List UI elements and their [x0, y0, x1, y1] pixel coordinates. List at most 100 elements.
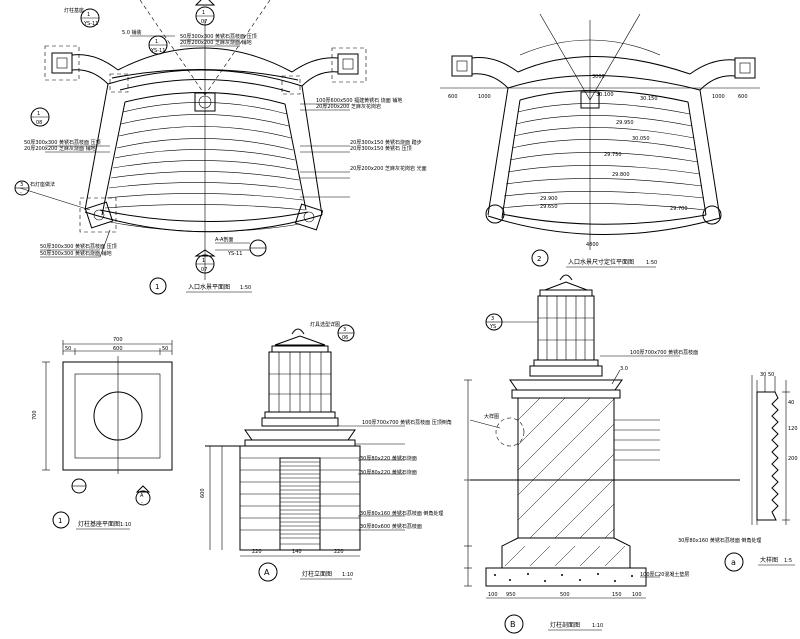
svg-text:120: 120: [788, 426, 798, 432]
svg-text:600: 600: [738, 94, 748, 100]
svg-text:1:10: 1:10: [592, 623, 603, 629]
svg-text:30厚80x600 黄锈石荔枝面: 30厚80x600 黄锈石荔枝面: [360, 523, 422, 530]
plan2-title: 2 入口水景尺寸定位平面图 1:50: [531, 249, 657, 268]
svg-text:1: 1: [202, 258, 205, 264]
svg-text:50厚300x300 黄锈石烧面 铺地: 50厚300x300 黄锈石烧面 铺地: [40, 250, 112, 257]
svg-text:700: 700: [32, 410, 38, 420]
svg-text:20厚200x200 芝麻灰花岗岩: 20厚200x200 芝麻灰花岗岩: [316, 103, 381, 110]
svg-text:3.0: 3.0: [620, 366, 628, 372]
svg-text:600: 600: [113, 346, 123, 352]
svg-text:灯柱基座: 灯柱基座: [64, 7, 84, 14]
svg-text:29.900: 29.900: [540, 196, 558, 202]
svg-text:30厚80x160 黄锈石荔枝面 倒角处理: 30厚80x160 黄锈石荔枝面 倒角处理: [360, 510, 443, 517]
plan1-callout-tl2: 1 YS-11: [148, 35, 168, 55]
svg-text:YS-11: YS-11: [83, 21, 98, 27]
plan1-callout-bottom: 1 07: [194, 249, 216, 274]
svg-text:灯具选型详图: 灯具选型详图: [310, 321, 340, 328]
lamp-section-callout: 3 YS: [485, 313, 538, 331]
svg-text:1:5: 1:5: [784, 558, 792, 564]
svg-text:08: 08: [36, 120, 42, 126]
svg-text:50: 50: [162, 346, 168, 352]
svg-text:500: 500: [560, 592, 570, 598]
svg-text:B: B: [510, 620, 516, 629]
svg-text:950: 950: [506, 592, 516, 598]
svg-text:A: A: [140, 493, 144, 499]
svg-text:29.750: 29.750: [604, 152, 622, 158]
svg-text:20厚300x150 黄锈石 压顶: 20厚300x150 黄锈石 压顶: [350, 145, 412, 152]
svg-text:200: 200: [788, 456, 798, 462]
svg-text:A: A: [264, 568, 270, 577]
svg-text:100厚600x500 福建黄锈石 烧面 铺地: 100厚600x500 福建黄锈石 烧面 铺地: [316, 97, 402, 104]
lamp-plan-title: 1 灯柱基座平面图 1:10: [52, 511, 131, 530]
svg-text:a: a: [731, 558, 736, 567]
svg-text:150: 150: [612, 592, 622, 598]
svg-text:29.700: 29.700: [670, 206, 688, 212]
svg-text:YS-11: YS-11: [150, 48, 165, 54]
lamp-section-title: B 灯柱剖面图 1:10: [504, 614, 603, 634]
trim-detail-title: a 大样图 1:5: [724, 552, 795, 572]
svg-text:100厚700x700 黄锈石荔枝面: 100厚700x700 黄锈石荔枝面: [630, 349, 698, 356]
plan2-elevations: 30.100 30.150 29.950 30.050 29.750 29.80…: [540, 92, 688, 212]
svg-text:1000: 1000: [712, 94, 725, 100]
svg-text:1: 1: [202, 10, 205, 16]
svg-text:600: 600: [448, 94, 458, 100]
svg-text:1000: 1000: [478, 94, 491, 100]
svg-text:30.150: 30.150: [640, 96, 658, 102]
lamp-section: 100 950 500 150 100 100厚700x700 黄锈石荔枝面 3…: [464, 274, 761, 634]
lamp-base-plan: 700 50 600 50 700 A - 1 灯柱基座平面图 1:10: [32, 337, 173, 530]
svg-text:30.050: 30.050: [632, 136, 650, 142]
svg-text:5.0 铺装: 5.0 铺装: [122, 29, 142, 36]
svg-text:YS: YS: [489, 324, 496, 330]
svg-text:1:50: 1:50: [646, 260, 657, 266]
svg-text:灯柱剖面图: 灯柱剖面图: [550, 621, 580, 629]
lamp-plan-callout: A -: [71, 478, 151, 506]
svg-text:50厚300x300 黄锈石荔枝面 压顶: 50厚300x300 黄锈石荔枝面 压顶: [180, 33, 257, 40]
svg-text:100: 100: [488, 592, 498, 598]
svg-text:灯柱立面图: 灯柱立面图: [302, 570, 332, 578]
svg-text:灯柱基座平面图: 灯柱基座平面图: [78, 520, 120, 528]
svg-text:3: 3: [20, 182, 23, 188]
svg-text:入口水景尺寸定位平面图: 入口水景尺寸定位平面图: [568, 258, 634, 266]
svg-text:大样图: 大样图: [484, 413, 499, 420]
plan1-callout-right: [249, 239, 267, 257]
svg-text:1:10: 1:10: [120, 522, 131, 528]
plan-1-steps: [104, 102, 306, 211]
svg-text:石灯座做法: 石灯座做法: [30, 181, 55, 188]
svg-text:1: 1: [87, 12, 90, 18]
plan1-callout-tl: 1 YS-11: [80, 8, 100, 28]
svg-text:30厚80x220 黄锈石烧面: 30厚80x220 黄锈石烧面: [360, 455, 417, 462]
lamp-elev-title: A 灯柱立面图 1:10: [258, 562, 353, 582]
svg-text:100: 100: [632, 592, 642, 598]
lamp-elevation: 600 220 140 220 灯具选型详图 100厚700x700 黄锈石荔枝…: [200, 321, 452, 582]
svg-text:06: 06: [342, 335, 348, 341]
svg-text:700: 700: [113, 337, 123, 343]
svg-text:4800: 4800: [586, 242, 599, 248]
svg-text:29.800: 29.800: [612, 172, 630, 178]
svg-text:30: 30: [760, 372, 766, 378]
svg-text:30厚80x160 黄锈石荔枝面 倒角处理: 30厚80x160 黄锈石荔枝面 倒角处理: [678, 537, 761, 544]
svg-text:20厚200x200 芝麻灰烧面 铺地: 20厚200x200 芝麻灰烧面 铺地: [24, 145, 96, 152]
svg-text:50: 50: [65, 346, 71, 352]
svg-text:40: 40: [788, 400, 794, 406]
plan1-title: 1 入口水景平面图 1:50: [149, 277, 252, 295]
svg-text:3: 3: [491, 316, 494, 322]
svg-text:1:10: 1:10: [342, 572, 353, 578]
lamp-elev-callout: 3 06: [337, 324, 355, 342]
pedestal-left: [44, 45, 80, 81]
svg-text:1: 1: [37, 111, 40, 117]
svg-text:20厚300x150 黄锈石烧面 踏步: 20厚300x150 黄锈石烧面 踏步: [350, 139, 422, 146]
svg-text:30.100: 30.100: [596, 92, 614, 98]
svg-text:140: 140: [292, 549, 302, 555]
plan-2-steps: [501, 103, 707, 211]
plan-2: 600 1000 3000 1000 600 4800 30.100 30.15…: [440, 13, 760, 268]
svg-text:20厚200x200 芝麻灰花岗岩 光面: 20厚200x200 芝麻灰花岗岩 光面: [350, 165, 427, 172]
plan1-callout-left: 1 08: [30, 107, 50, 127]
svg-text:07: 07: [201, 267, 207, 273]
plan1-callout-left2: 3 -: [14, 180, 30, 196]
svg-text:50厚300x300 黄锈石荔枝面 压顶: 50厚300x300 黄锈石荔枝面 压顶: [24, 139, 101, 146]
pedestal-right: [331, 47, 367, 83]
svg-text:-: -: [141, 500, 143, 506]
svg-text:3000: 3000: [592, 74, 605, 80]
